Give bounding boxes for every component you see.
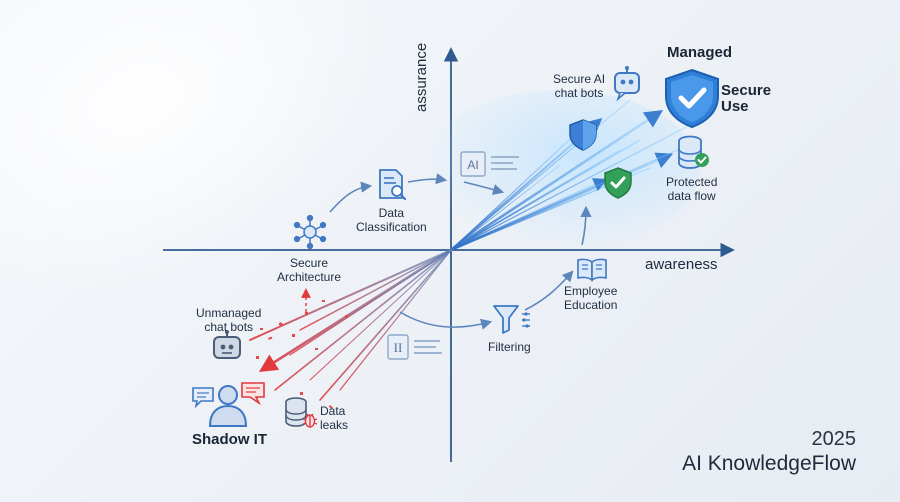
green-shield-icon bbox=[604, 167, 632, 199]
unmanaged-robot-icon bbox=[213, 330, 241, 359]
secure-ai-chatbots-label: Secure AI chat bots bbox=[553, 72, 605, 100]
secure-ai-chatbots-line2: chat bots bbox=[554, 86, 604, 100]
data-leaks-line2: leaks bbox=[320, 418, 349, 432]
funnel-icon bbox=[493, 305, 530, 334]
secure-use-line1: Secure bbox=[721, 82, 772, 99]
database-icon bbox=[678, 135, 709, 169]
horizontal-axis-label: awareness bbox=[645, 256, 718, 273]
secure-architecture-label: Secure Architecture bbox=[277, 256, 341, 284]
network-icon bbox=[293, 214, 327, 250]
document-search-icon bbox=[379, 169, 407, 201]
protected-data-flow-label: Protected data flow bbox=[666, 175, 717, 203]
red-chat-bubble-icon bbox=[241, 382, 265, 406]
flow-arrows bbox=[329, 173, 592, 330]
secure-architecture-line1: Secure bbox=[290, 256, 329, 270]
bug-icon bbox=[302, 413, 318, 428]
ai-document-icon bbox=[460, 151, 519, 177]
vertical-axis-label: assurance bbox=[413, 42, 430, 112]
red-particles bbox=[256, 300, 348, 410]
unmanaged-streaks bbox=[249, 248, 453, 401]
secure-ai-chatbots-line1: Secure AI bbox=[553, 72, 606, 86]
ai-doc-glyph: AI bbox=[467, 158, 478, 172]
robot-icon bbox=[614, 66, 640, 102]
brand-year: 2025 bbox=[811, 428, 857, 450]
managed-glow bbox=[420, 90, 700, 250]
secure-architecture-line2: Architecture bbox=[277, 270, 342, 284]
axes bbox=[163, 47, 735, 462]
filtering-label: Filtering bbox=[488, 340, 531, 354]
brand-name: AI KnowledgeFlow bbox=[682, 452, 856, 475]
unmanaged-chatbots-label: Unmanaged chat bots bbox=[196, 306, 261, 334]
employee-education-line2: Education bbox=[564, 298, 618, 312]
protected-line2: data flow bbox=[667, 189, 716, 203]
book-icon bbox=[577, 258, 607, 282]
user-icon bbox=[208, 385, 248, 427]
secure-use-line2: Use bbox=[721, 98, 749, 115]
document-icon bbox=[387, 334, 442, 360]
managed-title: Managed bbox=[667, 44, 733, 61]
data-leaks-label: Data leaks bbox=[320, 404, 348, 432]
data-classification-line2: Classification bbox=[356, 220, 427, 234]
shield-icon bbox=[569, 119, 597, 151]
shield-check-icon bbox=[665, 68, 719, 129]
chat-bubble-icon bbox=[192, 387, 214, 409]
protected-line1: Protected bbox=[666, 175, 718, 189]
unmanaged-line1: Unmanaged bbox=[196, 306, 262, 320]
employee-education-label: Employee Education bbox=[564, 284, 617, 312]
shadow-it-label: Shadow IT bbox=[192, 431, 267, 448]
secure-use-label: Secure Use bbox=[721, 83, 771, 115]
employee-education-line1: Employee bbox=[564, 284, 618, 298]
book-glyph: II bbox=[394, 340, 403, 355]
data-leaks-line1: Data bbox=[320, 404, 346, 418]
leak-database-icon bbox=[285, 397, 307, 427]
unmanaged-line2: chat bots bbox=[204, 320, 254, 334]
data-classification-label: Data Classification bbox=[356, 206, 427, 234]
data-classification-line1: Data bbox=[378, 206, 405, 220]
